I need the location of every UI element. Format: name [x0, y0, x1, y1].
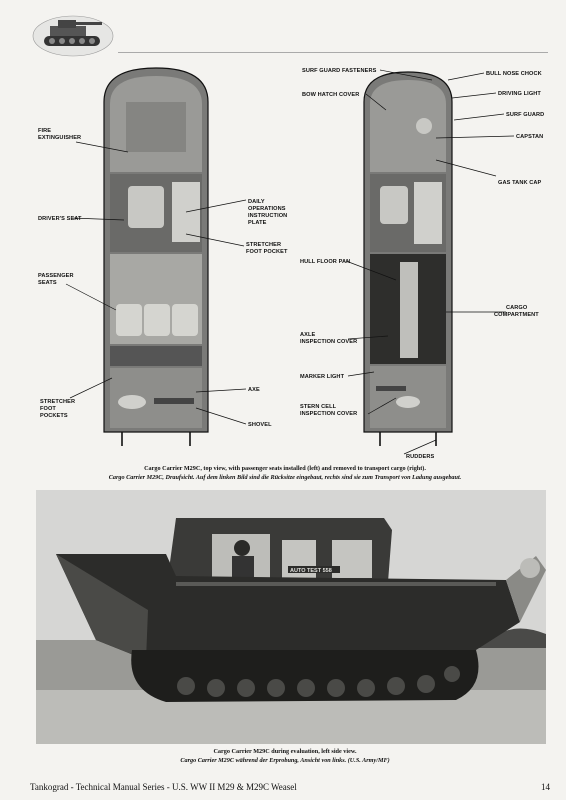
label-axe: AXE — [248, 387, 260, 393]
left-vehicle-top-view — [103, 67, 209, 446]
figure1-caption-de: Cargo Carrier M29C, Draufsicht. Auf dem … — [108, 474, 462, 481]
label-bull-nose-chock: BULL NOSE CHOCK — [486, 71, 542, 77]
label-capstan: CAPSTAN — [516, 134, 543, 140]
label-gas-tank-cap: GAS TANK CAP — [498, 180, 542, 186]
series-title: Tankograd - Technical Manual Series - U.… — [30, 782, 297, 792]
label-daily-operations-plate: DAILY OPERATIONS INSTRUCTION PLATE — [248, 199, 289, 226]
label-surf-guard: SURF GUARD — [506, 112, 544, 118]
header-rule — [118, 52, 548, 53]
label-stretcher-foot-pockets: STRETCHER FOOT POCKETS — [40, 399, 77, 419]
label-passenger-seats: PASSENGER SEATS — [38, 273, 75, 286]
right-vehicle-top-view — [363, 71, 453, 446]
figure2-caption: Cargo Carrier M29C during evaluation, le… — [30, 748, 540, 765]
leader-lines — [65, 69, 515, 455]
top-view-drawing: FIRE EXTINGUISHER DRIVER'S SEAT PASSENGE… — [38, 67, 544, 460]
label-hull-floor-pan: HULL FLOOR PAN — [300, 259, 350, 265]
label-axle-inspection-cover: AXLE INSPECTION COVER — [300, 332, 357, 345]
figure1-caption-en: Cargo Carrier M29C, top view, with passe… — [144, 465, 426, 472]
label-cargo-compartment: CARGO COMPARTMENT — [494, 305, 539, 318]
figure2-caption-en: Cargo Carrier M29C during evaluation, le… — [213, 748, 357, 755]
label-driving-light: DRIVING LIGHT — [498, 91, 541, 97]
hull-marking: AUTO TEST 558 — [290, 568, 332, 574]
label-rudders: RUDDERS — [406, 454, 435, 460]
label-drivers-seat: DRIVER'S SEAT — [38, 216, 82, 222]
label-surf-guard-fasteners: SURF GUARD FASTENERS — [302, 68, 377, 74]
label-fire-extinguisher: FIRE EXTINGUISHER — [38, 128, 81, 141]
page-number: 14 — [541, 782, 550, 792]
figure1-caption: Cargo Carrier M29C, top view, with passe… — [30, 464, 540, 482]
figure2-caption-de: Cargo Carrier M29C während der Erprobung… — [180, 756, 390, 764]
label-stern-cell-inspection-cover: STERN CELL INSPECTION COVER — [300, 404, 357, 417]
tankograd-logo-icon — [32, 15, 114, 57]
label-shovel: SHOVEL — [248, 422, 272, 428]
side-view-photo: AUTO TEST 558 — [36, 490, 546, 744]
label-marker-light: MARKER LIGHT — [300, 374, 345, 380]
label-stretcher-foot-pocket: STRETCHER FOOT POCKET — [246, 242, 288, 255]
side-view-photo-image: AUTO TEST 558 — [36, 490, 546, 744]
label-bow-hatch-cover: BOW HATCH COVER — [302, 92, 359, 98]
page-footer: Tankograd - Technical Manual Series - U.… — [30, 782, 550, 796]
top-view-figure: FIRE EXTINGUISHER DRIVER'S SEAT PASSENGE… — [36, 62, 546, 462]
